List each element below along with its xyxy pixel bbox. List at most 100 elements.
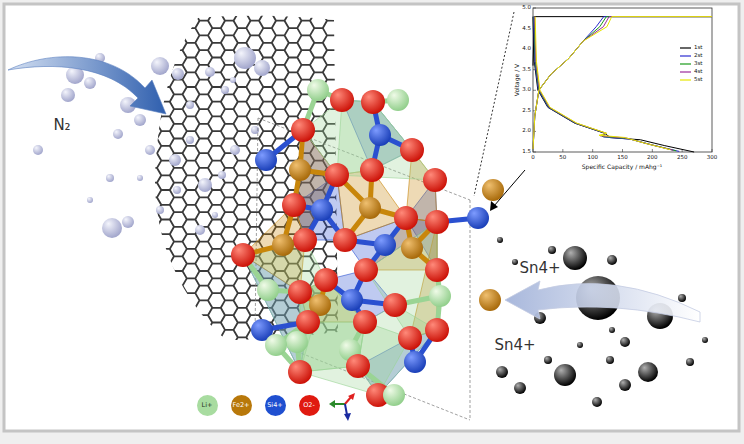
- tick: [533, 152, 536, 153]
- atom-sphere: [361, 90, 385, 114]
- atom-sphere: [231, 243, 255, 267]
- tin-sphere: [496, 366, 508, 378]
- tick: [622, 149, 623, 152]
- legend-swatch: Li+: [197, 395, 218, 416]
- axis-title: Specific Capacity / mAhg⁻¹: [582, 164, 662, 170]
- tin-sphere: [554, 364, 576, 386]
- legend-text: 4st: [694, 69, 703, 75]
- nitrogen-sphere: [84, 77, 96, 89]
- atom-sphere: [387, 89, 409, 111]
- nitrogen-arrow: [8, 57, 166, 114]
- polyhedra: [243, 100, 437, 395]
- atom-sphere: [288, 280, 312, 304]
- tick: [652, 149, 653, 152]
- legend-text: 5st: [694, 77, 703, 83]
- axes-icon: [329, 393, 355, 421]
- species-label: N₂: [53, 118, 70, 133]
- axis-head: [329, 400, 335, 408]
- nitrogen-sphere: [156, 206, 164, 214]
- tin-sphere: [678, 294, 686, 302]
- plot-frame: [533, 8, 712, 152]
- atom-sphere: [374, 234, 396, 256]
- discharge-curve: [535, 17, 674, 151]
- leader-line: [494, 170, 525, 206]
- atom-sphere: [272, 234, 294, 256]
- nitrogen-sphere: [102, 218, 122, 238]
- nitrogen-molecules: [33, 47, 270, 238]
- leader-line: [474, 12, 514, 196]
- nitrogen-sphere: [134, 114, 146, 126]
- cell-edge: [255, 118, 258, 335]
- discharge-curve: [534, 17, 680, 152]
- legend-line: [680, 55, 691, 56]
- atoms: [231, 79, 504, 407]
- tin-ions: [496, 237, 708, 407]
- atom-sphere: [398, 326, 422, 350]
- tick-label: 150: [617, 155, 628, 161]
- tin-sphere: [544, 356, 552, 364]
- atom-sphere: [425, 210, 449, 234]
- atom-sphere: [425, 258, 449, 282]
- atom-sphere: [404, 351, 426, 373]
- tick: [712, 149, 713, 152]
- nitrogen-sphere: [230, 145, 240, 155]
- atom-sphere: [265, 334, 287, 356]
- tick-label: 300: [707, 155, 718, 161]
- atom-sphere: [341, 289, 363, 311]
- tick: [533, 90, 536, 91]
- legend-line: [680, 63, 691, 64]
- atom-sphere: [383, 384, 405, 406]
- atom-sphere: [383, 293, 407, 317]
- atom-sphere: [293, 228, 317, 252]
- atom-sphere: [401, 237, 423, 259]
- atom-sphere: [479, 289, 501, 311]
- nitrogen-sphere: [137, 175, 143, 181]
- legend-text: 1st: [694, 45, 703, 51]
- legend-text: O2-: [303, 402, 315, 409]
- charge-curve: [533, 17, 712, 149]
- tick-label: 3.5: [522, 67, 531, 73]
- atom-sphere: [314, 268, 338, 292]
- legend-line: [680, 71, 691, 72]
- legend-swatch: Fe2+: [231, 395, 252, 416]
- atom-sphere: [325, 163, 349, 187]
- charge-curve: [533, 17, 712, 149]
- tick-label: 4.0: [522, 46, 531, 52]
- frame: [4, 4, 739, 431]
- tick-label: 100: [587, 155, 598, 161]
- atom-sphere: [400, 138, 424, 162]
- legend-text: Li+: [202, 402, 213, 409]
- tick-label: 50: [559, 155, 566, 161]
- axis-title: Voltage / V: [514, 64, 520, 96]
- atom-sphere: [307, 79, 329, 101]
- nitrogen-sphere: [234, 47, 256, 69]
- atom-sphere: [429, 285, 451, 307]
- tick-label: 200: [647, 155, 658, 161]
- atom-sphere: [286, 331, 308, 353]
- tick-label: 3.0: [522, 88, 531, 94]
- tick-label: 0: [531, 155, 535, 161]
- legend-text: Fe2+: [233, 402, 250, 409]
- atom-sphere: [369, 124, 391, 146]
- atom-sphere: [257, 279, 279, 301]
- tin-sphere: [577, 342, 583, 348]
- leader-arrowhead: [490, 201, 498, 211]
- nitrogen-sphere: [106, 174, 114, 182]
- atom-sphere: [394, 206, 418, 230]
- tin-sphere: [563, 246, 587, 270]
- atom-sphere: [288, 360, 312, 384]
- nitrogen-sphere: [218, 171, 226, 179]
- charge-curve: [533, 17, 712, 66]
- atom-sphere: [425, 318, 449, 342]
- atom-sphere: [282, 193, 306, 217]
- tin-sphere: [702, 337, 708, 343]
- axis-arrow: [345, 397, 351, 404]
- nitrogen-sphere: [205, 67, 215, 77]
- tin-sphere: [607, 255, 617, 265]
- legend-line: [680, 79, 691, 80]
- nitrogen-sphere: [172, 68, 184, 80]
- nitrogen-sphere: [173, 186, 181, 194]
- atom-sphere: [467, 207, 489, 229]
